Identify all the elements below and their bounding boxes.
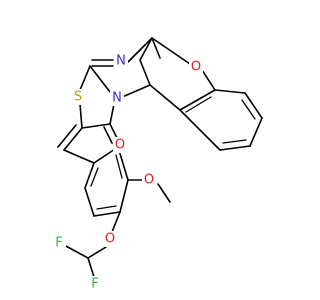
bond-c4-n-amide bbox=[109, 103, 115, 125]
atom-s-thiazole: S bbox=[74, 90, 82, 105]
bond-chf2-f-top bbox=[63, 244, 89, 259]
bond-b4-o-difluoro bbox=[111, 211, 121, 233]
bond-cq-ch2 bbox=[139, 37, 153, 61]
bond-n-imine-cq bbox=[127, 37, 153, 63]
bond-o-ring-ar1 bbox=[201, 69, 216, 91]
bond-ar5-ar6 bbox=[219, 145, 251, 151]
bond-ch2-ch bbox=[139, 59, 151, 86]
atom-o-ether-ring: O bbox=[191, 60, 201, 75]
bond-o-difluoro-chf2 bbox=[87, 246, 107, 259]
bond-b6-b1 bbox=[84, 162, 95, 189]
bond-b3-b4 bbox=[119, 179, 129, 213]
atom-n-imine: N bbox=[116, 54, 126, 69]
bond-c5-ch-exo-b bbox=[57, 124, 77, 148]
bond-c2-n-amide bbox=[89, 65, 111, 93]
bond-n-amide-ch bbox=[119, 84, 151, 99]
atom-f-top: F bbox=[55, 236, 62, 251]
atom-labels: N N S O O O O F F bbox=[52, 53, 203, 292]
bond-ar6-ar2 bbox=[179, 109, 221, 151]
atom-o-carbonyl: O bbox=[115, 138, 125, 153]
bond-c5-c4 bbox=[81, 123, 111, 129]
bond-b2-b3-inner bbox=[115, 154, 123, 179]
bond-s-c5 bbox=[79, 103, 83, 129]
atom-o-methoxy: O bbox=[144, 173, 154, 188]
bonds bbox=[57, 37, 263, 278]
bond-ar5-ar6-inner bbox=[222, 139, 247, 144]
bond-o-methoxy-ch3 bbox=[157, 183, 171, 203]
bond-b5-b6 bbox=[84, 187, 95, 217]
molecule-structure: N N S O O O O F F bbox=[52, 37, 263, 292]
bond-ar3-ar4-inner bbox=[241, 99, 256, 120]
atom-o-difluoromethoxy: O bbox=[105, 232, 115, 247]
bond-ar4-ar5 bbox=[249, 117, 263, 147]
bond-c5-ch-exo-a bbox=[63, 127, 83, 151]
atom-f-bottom: F bbox=[91, 277, 98, 292]
bond-ch-exo-benzylidene bbox=[63, 149, 95, 164]
bond-ar1-ar2-inner bbox=[185, 96, 212, 113]
bond-cq-methyl bbox=[151, 37, 161, 59]
bond-b4-b5 bbox=[93, 211, 121, 217]
bond-ar3-ar4 bbox=[244, 92, 263, 119]
bond-ch-ar2 bbox=[149, 84, 181, 111]
bond-ar1-ar3 bbox=[214, 89, 246, 94]
bond-b4-b5-inner bbox=[96, 205, 117, 210]
bond-chf2-f-bottom bbox=[87, 257, 95, 278]
bond-ar2-ar1 bbox=[179, 89, 216, 111]
bond-c4-o-carbonyl-b bbox=[103, 126, 113, 144]
bond-b6-b1-inner bbox=[90, 167, 99, 187]
bond-c2-s bbox=[79, 65, 91, 91]
atom-n-amide: N bbox=[112, 91, 122, 106]
bond-cq-o-ring bbox=[151, 37, 191, 65]
